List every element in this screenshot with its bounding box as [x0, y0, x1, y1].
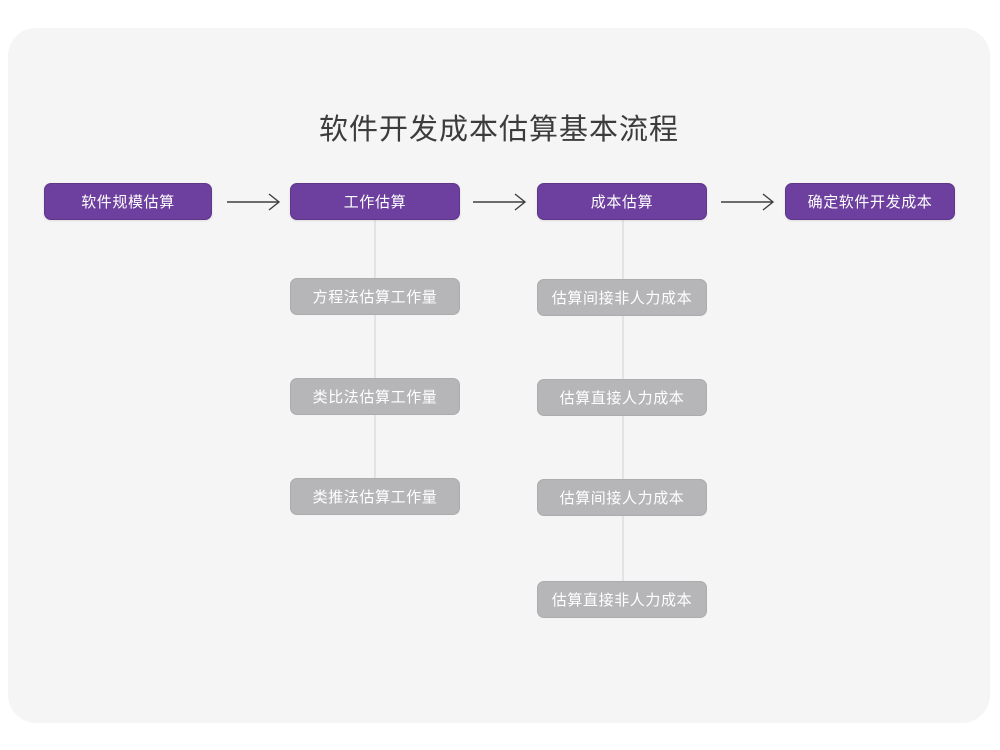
sub-node-analogy-method-workload[interactable]: 类比法估算工作量 — [290, 378, 460, 415]
arrow-right-icon-1 — [226, 192, 282, 212]
connector-line-work-estimation — [374, 220, 376, 500]
diagram-card: 软件开发成本估算基本流程 软件规模估算 工作估算 成本估算 确定软件开发成本 方… — [8, 28, 990, 723]
sub-node-equation-method-workload[interactable]: 方程法估算工作量 — [290, 278, 460, 315]
flow-step-cost-estimation[interactable]: 成本估算 — [537, 183, 707, 220]
arrow-right-icon-3 — [720, 192, 776, 212]
flow-step-determine-development-cost[interactable]: 确定软件开发成本 — [785, 183, 955, 220]
sub-node-indirect-labor-cost[interactable]: 估算间接人力成本 — [537, 479, 707, 516]
sub-node-direct-labor-cost[interactable]: 估算直接人力成本 — [537, 379, 707, 416]
sub-node-indirect-nonlabor-cost[interactable]: 估算间接非人力成本 — [537, 279, 707, 316]
flow-step-work-estimation[interactable]: 工作估算 — [290, 183, 460, 220]
arrow-right-icon-2 — [472, 192, 528, 212]
flow-step-software-size-estimation[interactable]: 软件规模估算 — [44, 183, 212, 220]
page-title: 软件开发成本估算基本流程 — [318, 114, 679, 146]
sub-node-direct-nonlabor-cost[interactable]: 估算直接非人力成本 — [537, 581, 707, 618]
sub-node-inference-method-workload[interactable]: 类推法估算工作量 — [290, 478, 460, 515]
